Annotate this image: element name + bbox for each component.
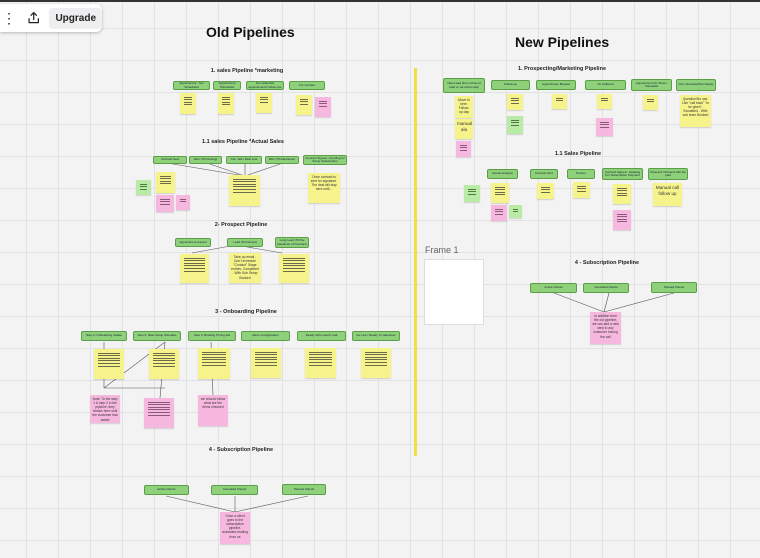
pipeline-stage[interactable]: Step 1: Onboarding Initiate xyxy=(81,331,127,341)
pipeline-stage[interactable]: Ready with Launch Call xyxy=(297,331,346,341)
upgrade-button[interactable]: Upgrade xyxy=(49,7,102,29)
sticky-note[interactable]: Question/No use. Like "call back" "to be… xyxy=(680,95,711,127)
sticky-note[interactable] xyxy=(256,93,272,113)
pipeline-stage[interactable]: Appointment Booked xyxy=(536,80,576,90)
sticky-note[interactable] xyxy=(94,349,124,379)
sticky-note[interactable] xyxy=(597,94,612,109)
old-pipelines-title: Old Pipelines xyxy=(206,24,295,40)
sticky-note[interactable]: Move to here. Follow-up day xyxy=(455,96,473,118)
pipeline-stage[interactable]: Con. Won Deal Lost xyxy=(226,156,262,164)
sticky-note[interactable]: Manual call follow up xyxy=(653,183,682,206)
pipeline-stage[interactable]: Paused Clients xyxy=(651,282,697,293)
pipeline-stage[interactable]: Long Lead (Till the Handover of Contract… xyxy=(275,237,309,248)
pipeline-stage[interactable]: Non Attended appointments/ follow ups xyxy=(246,81,284,90)
sticky-note[interactable] xyxy=(296,95,312,115)
pipeline-stage[interactable]: Contract Sent xyxy=(530,169,558,179)
section-title: 4 - Subscription Pipeline xyxy=(208,447,274,453)
new-pipelines-title: New Pipelines xyxy=(515,34,610,50)
sticky-note[interactable] xyxy=(156,195,174,212)
sticky-note[interactable]: manual ala xyxy=(455,119,473,139)
pipeline-stage[interactable]: Needs Analysis xyxy=(487,169,518,179)
sticky-note[interactable] xyxy=(456,141,471,157)
window-top-edge xyxy=(0,0,760,2)
sticky-note[interactable]: Note: To the step 1 & step 2 in the pipe… xyxy=(90,395,120,423)
sticky-note[interactable] xyxy=(305,348,336,378)
pipeline-stage[interactable]: Won (Till Closing) xyxy=(189,156,222,164)
sticky-note[interactable] xyxy=(279,254,309,283)
sticky-note[interactable] xyxy=(315,97,331,117)
sticky-note[interactable] xyxy=(509,205,522,218)
pipeline-stage[interactable]: Won (Till Handover) xyxy=(265,156,299,164)
sticky-note[interactable]: Once contract is sent for signature. The… xyxy=(308,173,340,203)
section-title: 2- Prospect Pipeline xyxy=(214,222,268,228)
pipeline-stage[interactable]: Go Live / Ready To Handover xyxy=(352,331,400,341)
section-title: 4 - Subscription Pipeline xyxy=(574,260,640,266)
sticky-note[interactable] xyxy=(596,118,613,136)
sticky-note[interactable]: In addition from the old pipeline, we ca… xyxy=(590,312,621,344)
pipeline-stage[interactable]: Lead (Till Cancel) xyxy=(227,238,263,247)
sticky-note[interactable] xyxy=(613,210,631,230)
sticky-note[interactable] xyxy=(573,182,590,198)
sticky-note[interactable] xyxy=(251,348,281,378)
section-title: 3 - Onboarding Pipeline xyxy=(215,309,277,315)
vertical-divider xyxy=(414,68,417,456)
pipeline-stage[interactable]: Menu Configuration xyxy=(241,331,290,341)
sticky-note[interactable] xyxy=(507,94,523,110)
sticky-note[interactable] xyxy=(180,93,196,114)
pipeline-stage[interactable]: Appointment No Show / Cancelled xyxy=(631,79,672,91)
sticky-note[interactable] xyxy=(156,172,175,193)
sticky-note[interactable] xyxy=(218,93,234,114)
share-icon[interactable] xyxy=(26,8,41,28)
sticky-note[interactable]: Once a client goes to the subscription p… xyxy=(220,512,250,544)
sticky-note[interactable] xyxy=(613,184,631,204)
pipeline-stage[interactable]: Follow up xyxy=(491,80,530,90)
sticky-note[interactable] xyxy=(507,116,523,134)
sticky-note[interactable] xyxy=(537,183,554,199)
sticky-note[interactable] xyxy=(198,348,230,379)
section-title: 1.1 sales Pipeline *Actual Sales xyxy=(202,139,284,145)
board-toolbar: ⋮ Upgrade xyxy=(0,4,102,32)
sticky-note[interactable] xyxy=(361,348,391,378)
pipeline-stage[interactable]: New Lead (from Inbound lead or via cold … xyxy=(443,78,485,93)
sticky-note[interactable] xyxy=(144,398,174,428)
sticky-note[interactable]: Take-up email - Don't schedule "Contact"… xyxy=(229,253,261,283)
frame-1[interactable] xyxy=(424,259,484,325)
pipeline-stage[interactable]: No Call/Lost xyxy=(585,80,626,90)
pipeline-stage[interactable]: Appointment - Not Scheduled xyxy=(173,81,210,90)
sticky-note[interactable] xyxy=(643,95,658,110)
pipeline-stage[interactable]: Cancelled Clients xyxy=(583,283,629,293)
pipeline-stage[interactable]: Paused Clients xyxy=(282,484,326,495)
section-title: 1. sales Pipeline *marketing xyxy=(210,68,284,74)
sticky-note[interactable] xyxy=(149,349,179,379)
sticky-note[interactable] xyxy=(491,183,509,203)
pipeline-stage[interactable]: Closed & Onboard with the paid xyxy=(648,168,688,180)
pipeline-stage[interactable]: For Contact xyxy=(289,81,325,90)
pipeline-stage[interactable]: Appointment Scheduled xyxy=(213,81,241,90)
pipeline-stage[interactable]: Non Interested/Not Ready xyxy=(676,79,716,91)
pipeline-stage[interactable]: Contract Signed - Awaiting For Subscript… xyxy=(602,168,643,180)
pipeline-stage[interactable]: Cancelled Clients xyxy=(211,485,258,495)
pipeline-stage[interactable]: Step 3: Booking Timing Set xyxy=(188,331,236,341)
pipeline-stage[interactable]: Step 2: Meet Setup Schedule xyxy=(133,331,181,341)
pipeline-stage[interactable]: Active Clients xyxy=(530,283,577,293)
sticky-note[interactable] xyxy=(136,180,151,195)
section-title: 1. Prospecting/Marketing Pipeline xyxy=(517,66,607,72)
frame-label[interactable]: Frame 1 xyxy=(425,245,459,255)
pipeline-stage[interactable]: Contract Signed - Pending for Setup Subs… xyxy=(303,155,347,165)
pipeline-stage[interactable]: Appointment Cancel xyxy=(175,238,211,247)
more-options-icon[interactable]: ⋮ xyxy=(2,9,16,26)
pipeline-stage[interactable]: Contract Sent xyxy=(153,156,187,164)
sticky-note[interactable] xyxy=(464,185,480,202)
sticky-note[interactable]: we should follow what are the items chec… xyxy=(198,395,228,426)
pipeline-stage[interactable]: Active Clients xyxy=(144,485,189,495)
sticky-note[interactable] xyxy=(176,195,190,210)
sticky-note[interactable] xyxy=(180,254,209,283)
pipeline-stage[interactable]: Nurture xyxy=(567,169,595,179)
sticky-note[interactable] xyxy=(552,94,567,109)
sticky-note[interactable] xyxy=(229,175,260,206)
section-title: 1.1 Sales Pipeline xyxy=(554,151,602,157)
sticky-note[interactable] xyxy=(491,205,507,221)
